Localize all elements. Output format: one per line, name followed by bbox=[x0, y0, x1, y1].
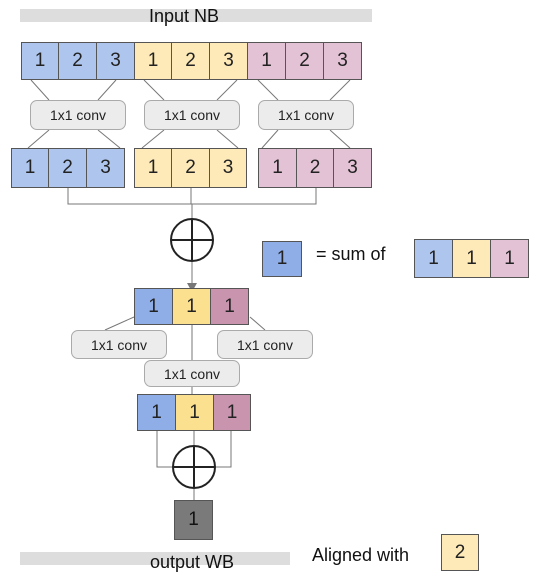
summed-cell: 1 bbox=[134, 288, 173, 325]
sum-operator-icon-2 bbox=[173, 446, 215, 488]
mid-cell: 2 bbox=[171, 148, 210, 188]
legend-aligned-cell: 2 bbox=[441, 534, 479, 571]
conv-block: 1x1 conv bbox=[144, 100, 240, 130]
legend-sum-cell: 1 bbox=[262, 241, 302, 277]
conv-block: 1x1 conv bbox=[217, 330, 313, 359]
lower-cell: 1 bbox=[175, 394, 214, 431]
mid-cell: 2 bbox=[296, 148, 334, 188]
input-cell: 1 bbox=[21, 42, 59, 80]
lower-cell: 1 bbox=[213, 394, 251, 431]
footer-title: output WB bbox=[150, 552, 235, 572]
input-cell: 3 bbox=[209, 42, 248, 80]
aligned-with-text: Aligned with bbox=[312, 545, 410, 565]
conv-block: 1x1 conv bbox=[144, 360, 240, 387]
summed-cell: 1 bbox=[210, 288, 249, 325]
output-cell: 1 bbox=[174, 500, 213, 540]
mid-cell: 3 bbox=[209, 148, 247, 188]
legend-group-cell: 1 bbox=[414, 239, 453, 278]
mid-cell: 1 bbox=[134, 148, 172, 188]
conv-block: 1x1 conv bbox=[71, 330, 167, 359]
input-cell: 2 bbox=[171, 42, 210, 80]
legend-group-cell: 1 bbox=[490, 239, 529, 278]
legend-equals-text: = sum of bbox=[316, 244, 386, 264]
conv-block: 1x1 conv bbox=[258, 100, 354, 130]
lower-cell: 1 bbox=[137, 394, 176, 431]
mid-cell: 1 bbox=[11, 148, 49, 188]
input-cell: 1 bbox=[247, 42, 286, 80]
legend-group-cell: 1 bbox=[452, 239, 491, 278]
mid-cell: 2 bbox=[48, 148, 87, 188]
conv-block: 1x1 conv bbox=[30, 100, 126, 130]
input-cell: 1 bbox=[134, 42, 172, 80]
input-cell: 2 bbox=[58, 42, 97, 80]
summed-cell: 1 bbox=[172, 288, 211, 325]
footer-band bbox=[20, 552, 290, 565]
input-cell: 3 bbox=[96, 42, 135, 80]
mid-cell: 1 bbox=[258, 148, 297, 188]
input-cell: 2 bbox=[285, 42, 324, 80]
mid-cell: 3 bbox=[86, 148, 125, 188]
sum-operator-icon bbox=[171, 219, 213, 261]
input-cell: 3 bbox=[323, 42, 362, 80]
diagram-title: Input NB bbox=[149, 6, 220, 26]
title-band bbox=[20, 9, 372, 22]
mid-cell: 3 bbox=[333, 148, 372, 188]
